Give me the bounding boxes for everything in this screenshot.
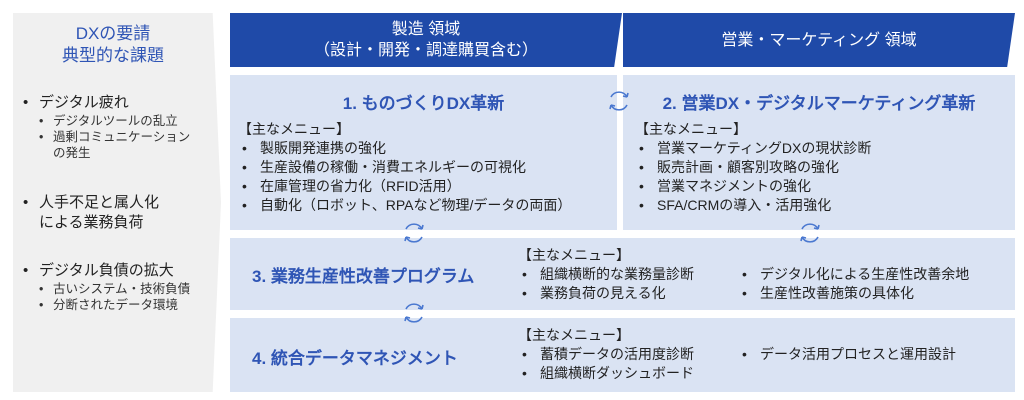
menu-item: 在庫管理の省力化（RFID活用） (238, 177, 617, 196)
sub-issue-cont: の発生 (53, 145, 190, 161)
menu-item: 営業マーケティングDXの現状診断 (635, 139, 1015, 158)
menu-item: 生産設備の稼働・消費エネルギーの可視化 (238, 158, 617, 177)
program-productivity: 3. 業務生産性改善プログラム 【主なメニュー】 組織横断的な業務量診断 業務負… (230, 238, 1015, 310)
cycle-arrows-icon (800, 223, 820, 243)
program-sales-dx: 2. 営業DX・デジタルマーケティング革新 【主なメニュー】 営業マーケティング… (623, 75, 1015, 230)
menu-item: 販売計画・顧客別攻略の強化 (635, 158, 1015, 177)
menu-item: 製販開発連携の強化 (238, 139, 617, 158)
menu-label: 【主なメニュー】 (238, 121, 350, 137)
issues-title: DXの要請 典型的な課題 (13, 23, 213, 67)
issue-label: デジタル疲れ (39, 94, 129, 111)
issue-label: 人手不足と属人化 (39, 194, 160, 211)
menu-item: 生産性改善施策の具体化 (738, 284, 969, 303)
sub-issue: 過剰コミュニケーション (39, 129, 190, 145)
cycle-arrows-icon (609, 91, 629, 111)
issue-label: デジタル負債の拡大 (39, 262, 174, 279)
menu-item: 自動化（ロボット、RPAなど物理/データの両面） (238, 196, 617, 215)
sub-issue: デジタルツールの乱立 (39, 113, 190, 129)
issue-labor-shortage: •人手不足と属人化 による業務負荷 (23, 194, 160, 231)
program-title: 3. 業務生産性改善プログラム (252, 267, 475, 286)
menu-label: 【主なメニュー】 (518, 327, 630, 343)
cycle-arrows-icon (404, 223, 424, 243)
menu-item: SFA/CRMの導入・活用強化 (635, 196, 1015, 215)
header-line: 営業・マーケティング 領域 (721, 31, 917, 49)
menu-item: 業務負荷の見える化 (518, 284, 694, 303)
issue-digital-fatigue: •デジタル疲れ デジタルツールの乱立 過剰コミュニケーション の発生 (23, 93, 190, 161)
menu-item: 組織横断的な業務量診断 (518, 265, 694, 284)
menu-label: 【主なメニュー】 (635, 121, 747, 137)
sales-header: 営業・マーケティング 領域 (623, 13, 1015, 67)
menu-item: 組織横断ダッシュボード (518, 364, 694, 383)
issue-digital-debt: •デジタル負債の拡大 古いシステム・技術負債 分断されたデータ環境 (23, 261, 190, 313)
menu-item: 営業マネジメントの強化 (635, 177, 1015, 196)
issues-panel: DXの要請 典型的な課題 •デジタル疲れ デジタルツールの乱立 過剰コミュニケー… (13, 13, 221, 392)
manufacturing-header: 製造 領域 （設計・開発・調達購買含む） (230, 13, 622, 67)
title-line: DXの要請 (75, 24, 151, 43)
program-data-management: 4. 統合データマネジメント 【主なメニュー】 蓄積データの活用度診断 組織横断… (230, 318, 1015, 392)
menu-item: 蓄積データの活用度診断 (518, 345, 694, 364)
header-line: 製造 領域 (391, 21, 461, 38)
menu-item: デジタル化による生産性改善余地 (738, 265, 969, 284)
title-line: 典型的な課題 (62, 46, 164, 65)
sub-issue: 分断されたデータ環境 (39, 297, 190, 313)
menu-item: データ活用プロセスと運用設計 (738, 345, 956, 364)
header-line: （設計・開発・調達購買含む） (313, 42, 538, 59)
program-title: 2. 営業DX・デジタルマーケティング革新 (662, 94, 976, 113)
issue-label: による業務負荷 (39, 214, 144, 231)
program-title: 4. 統合データマネジメント (252, 349, 458, 368)
program-monozukuri: 1. ものづくりDX革新 【主なメニュー】 製販開発連携の強化 生産設備の稼働・… (230, 75, 617, 230)
cycle-arrows-icon (404, 303, 424, 323)
sub-issue: 古いシステム・技術負債 (39, 281, 190, 297)
menu-label: 【主なメニュー】 (518, 247, 630, 263)
program-title: 1. ものづくりDX革新 (342, 94, 505, 113)
sub-issue-text: の発生 (53, 146, 91, 160)
